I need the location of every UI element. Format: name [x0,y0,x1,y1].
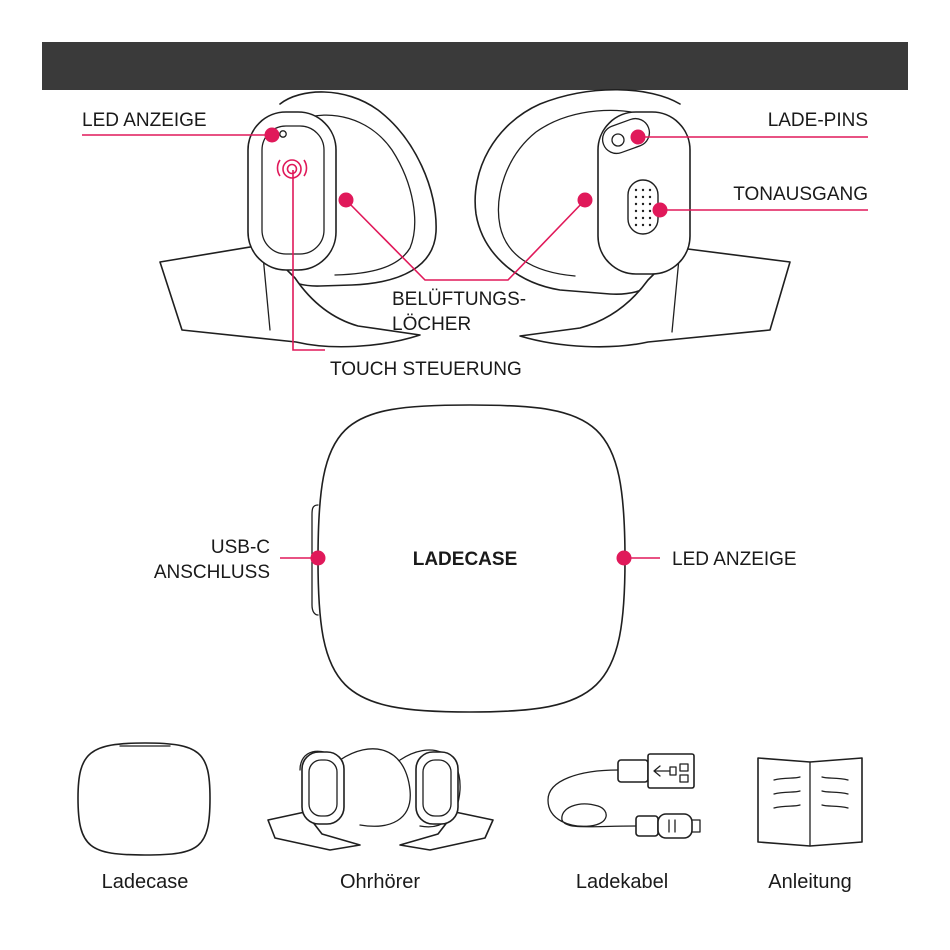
manual-book-icon [758,758,862,846]
caption-earbuds: Ohrhörer [340,871,420,893]
charging-case-icon [78,743,210,855]
label-usb-c-line1: USB-C [211,537,270,558]
caption-charging-case: Ladecase [102,871,189,893]
label-vent-holes-line1: BELÜFTUNGS- [392,289,526,310]
label-sound-outlet: TONAUSGANG [733,184,868,205]
led-indicator-hole-icon [280,131,286,137]
caption-usb-cable: Ladekabel [576,871,668,893]
label-vent-holes-line2: LÖCHER [392,314,471,335]
label-charging-pins: LADE-PINS [768,110,868,131]
caption-manual: Anleitung [768,871,851,893]
usb-c-port-dot [311,551,326,566]
header-bar [42,42,908,90]
label-case-title: LADECASE [413,549,518,570]
label-usb-c-line2: ANSCHLUSS [154,562,270,583]
case-led-dot [617,551,632,566]
usb-cable-icon [548,754,700,838]
label-case-led: LED ANZEIGE [672,549,797,570]
label-led-indicator: LED ANZEIGE [82,110,207,131]
earbuds-icon [268,749,493,850]
label-touch-control: TOUCH STEUERUNG [330,359,522,380]
